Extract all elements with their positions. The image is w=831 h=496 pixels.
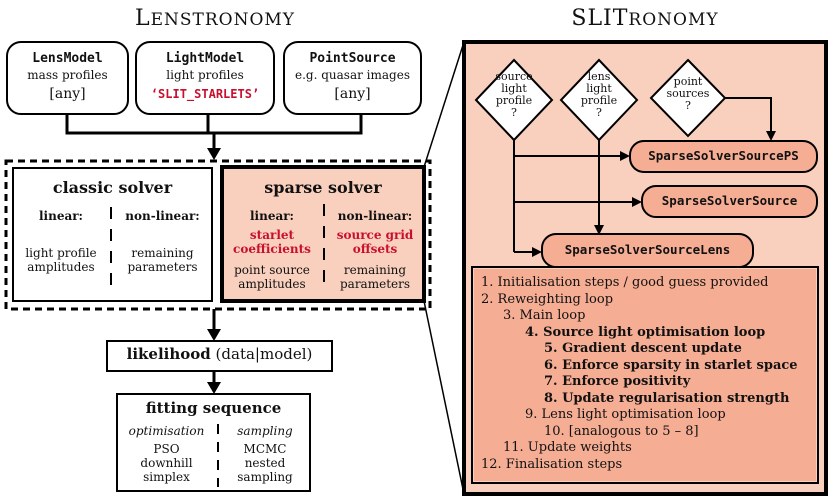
lens-model-desc: mass profiles [27, 68, 108, 82]
fitting-arrow [207, 382, 221, 394]
point-sources-decision [649, 58, 727, 138]
sparse-linear-label: linear: [249, 209, 294, 223]
point-source-box [283, 41, 422, 115]
classic-solver-box [12, 167, 213, 302]
likelihood-label: likelihood (data|model) [126, 345, 313, 363]
lens-model-text: LensModel mass profiles [any] [7, 50, 128, 105]
likelihood-box [106, 340, 333, 372]
algorithm-step: 5. Gradient descent update [544, 341, 742, 356]
zoom-line-bottom [423, 300, 465, 495]
fitting-title: fitting sequence [145, 399, 282, 417]
classic-linear-label: linear: [38, 209, 83, 223]
algorithm-step: 11. Update weights [503, 440, 632, 455]
point-source-text: PointSource e.g. quasar images [any] [284, 50, 421, 105]
point-source-desc: e.g. quasar images [295, 68, 410, 82]
ps-class-box [629, 140, 818, 173]
light-model-box [135, 41, 275, 115]
algorithm-step: 3. Main loop [503, 308, 586, 323]
sparse-nonlinear-label: non-linear: [337, 209, 413, 223]
algorithm-step: 9. Lens light optimisation loop [525, 407, 726, 422]
fitting-optimisation-label: optimisation [128, 424, 205, 438]
algorithm-step: 8. Update regularisation strength [544, 390, 790, 406]
source-class-box [641, 185, 818, 218]
algorithm-step: 7. Enforce positivity [544, 374, 691, 389]
source-class-label: SparseSolverSource [661, 193, 798, 208]
algorithm-step: 12. Finalisation steps [481, 456, 623, 472]
light-model-value: ‘SLIT_STARLETS’ [150, 87, 260, 101]
likelihood-arrow [207, 329, 221, 341]
solver-container [4, 159, 432, 311]
point-source-name: PointSource [309, 51, 396, 66]
fitting-sampling-label: sampling [237, 424, 293, 438]
lenstronomy-title: LENSTRONOMY [134, 6, 296, 31]
ps-class-label: SparseSolverSourcePS [648, 148, 799, 163]
lens-model-name: LensModel [32, 51, 103, 66]
algorithm-step: 1. Initialisation steps / good guess pro… [481, 275, 769, 290]
algorithm-list: 1. Initialisation steps / good guess pro… [481, 275, 798, 473]
classic-nonlinear-label: non-linear: [125, 209, 200, 223]
algorithm-inner-box [474, 269, 816, 481]
inputs-arrow [207, 148, 221, 160]
point-source-value: [any] [334, 86, 371, 102]
algorithm-step: 2. Reweighting loop [481, 291, 614, 307]
light-model-desc: light profiles [166, 68, 244, 82]
point-sources-path [725, 97, 776, 141]
light-model-name: LightModel [165, 51, 245, 66]
algorithm-step: 6. Enforce sparsity in starlet space [544, 357, 798, 373]
algorithm-step: 4. Source light optimisation loop [525, 324, 766, 340]
light-model-text: LightModel light profiles ‘SLIT_STARLETS… [136, 50, 274, 105]
slitronomy-title: SLITRONOMY [571, 6, 719, 31]
zoom-line-top [423, 41, 465, 168]
algorithm-step: 10. [analogous to 5 – 8] [544, 423, 699, 439]
classic-solver-title: classic solver [52, 178, 173, 197]
lens-model-value: [any] [49, 86, 86, 102]
fitting-box [116, 393, 311, 492]
sparse-solver-title: sparse solver [264, 178, 382, 197]
lens-class-label: SparseSolverSourceLens [564, 242, 731, 257]
